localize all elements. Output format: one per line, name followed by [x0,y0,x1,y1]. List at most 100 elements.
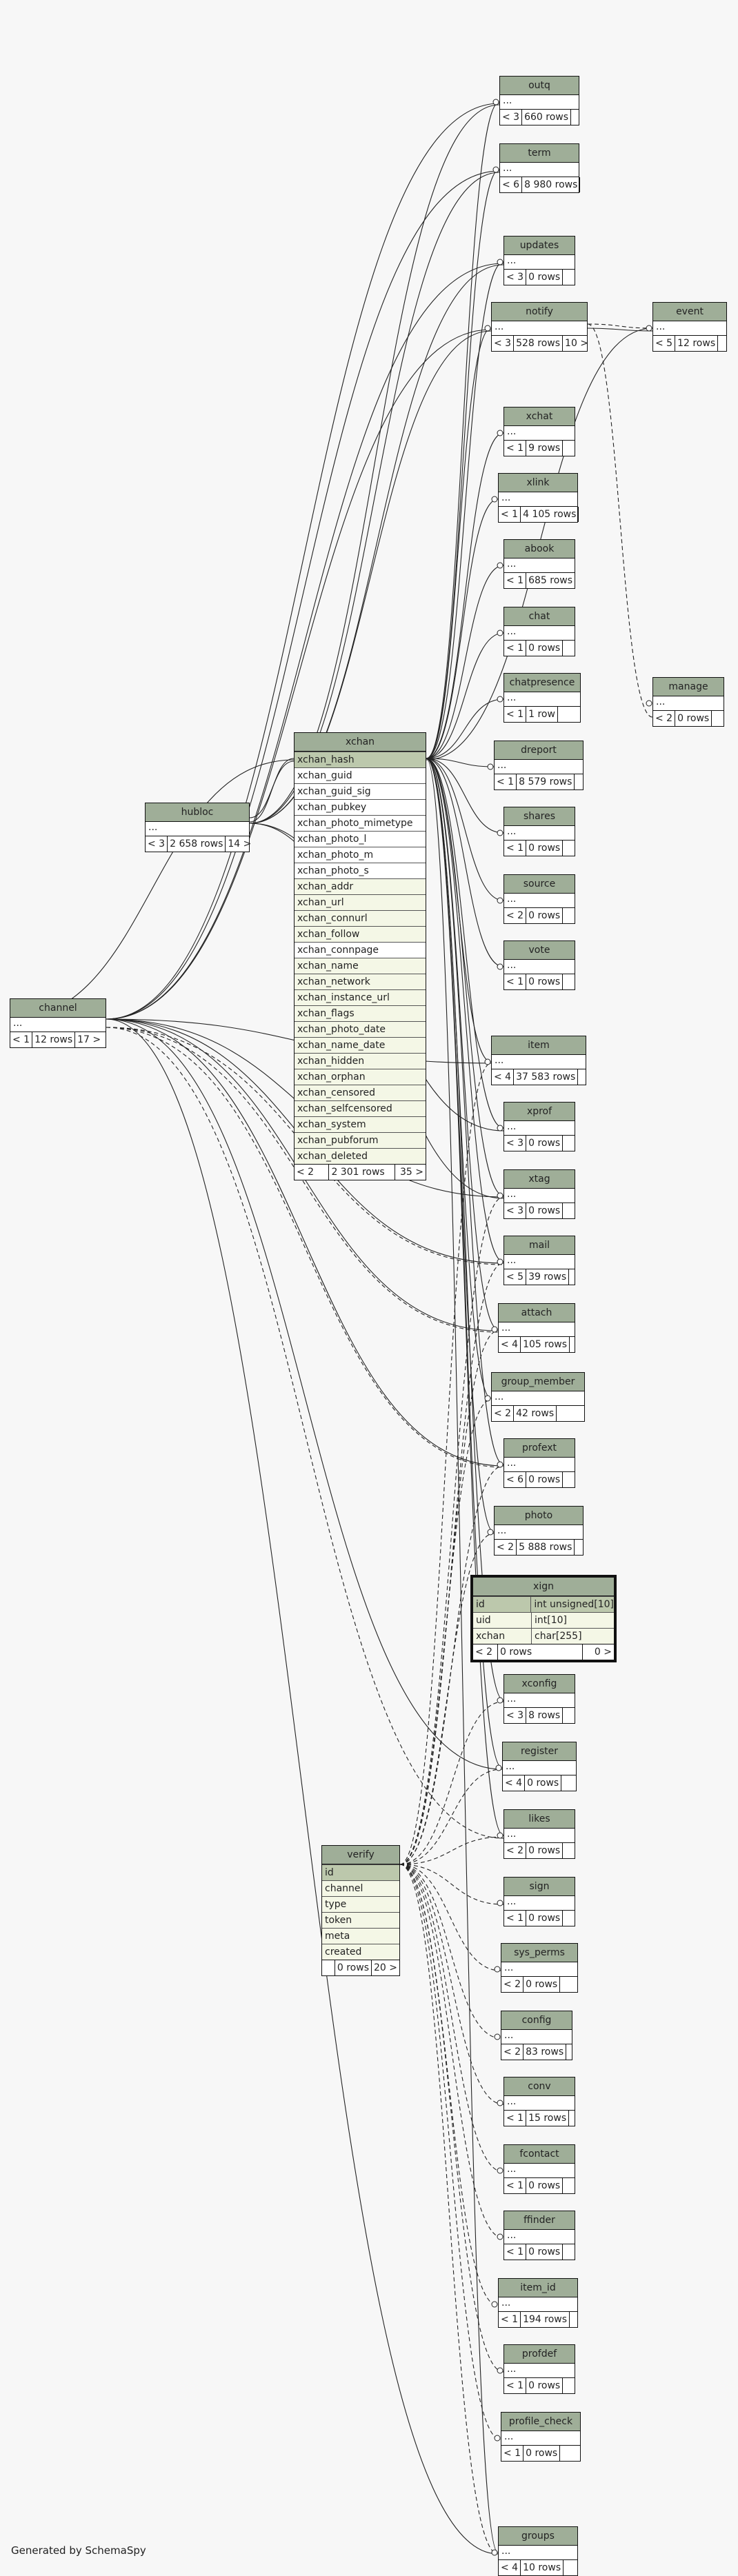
column-xchan-flags: xchan_flags [295,1005,426,1021]
relationship-line [399,1262,504,1865]
relationship-line [399,1533,495,1865]
table-title: xprof [504,1103,575,1121]
collapsed-columns: ... [504,960,575,974]
relationship-line [426,758,504,1129]
column-xchan-photo-m: xchan_photo_m [295,847,426,863]
parents-count: < 2 [501,1977,524,1992]
table-title: group_member [492,1373,584,1391]
relationship-line [426,758,504,1465]
relationship-line [106,1027,499,1333]
table-title: chatpresence [504,674,580,692]
parents-count: < 2 [501,2044,524,2060]
relationship-line [426,758,504,1262]
parents-count: < 1 [504,2378,527,2393]
column-xchan-hidden: xchan_hidden [295,1053,426,1069]
relationship-line [106,1027,504,1839]
parents-count: < 6 [500,177,523,192]
crow-foot-marker [491,496,498,503]
table-title: chat [504,607,575,626]
relationship-line [426,758,499,1330]
row-count: 0 rows [526,1472,564,1487]
row-count: 0 rows [526,841,564,856]
table-footer: < 2 2 301 rows 35 > [295,1164,426,1180]
collapsed-columns: ... [499,2546,577,2559]
row-count: 0 rows [526,1136,564,1151]
column-id: id [322,1864,399,1880]
relationship-line [106,170,500,1020]
collapsed-columns: ... [499,492,577,506]
row-count: 39 rows [526,1269,570,1285]
row-count: 8 980 rows [522,177,581,192]
collapsed-columns: ... [492,1055,586,1069]
relationship-line [426,101,500,759]
crow-foot-marker [497,630,503,636]
column-type: int[10] [535,1615,567,1626]
table-title: conv [504,2077,575,2096]
crow-foot-marker [497,897,503,904]
collapsed-columns: ... [504,692,580,706]
children-count: 14 > [228,838,252,849]
relationship-line [426,565,504,759]
collapsed-columns: ... [492,321,587,335]
collapsed-columns: ... [504,1255,575,1269]
crow-foot-marker [497,1900,503,1906]
table-title: event [653,303,726,321]
column-type: char[255] [535,1631,582,1642]
relationship-line [399,1864,504,2239]
table-title: groups [499,2527,577,2546]
collapsed-columns: ... [499,2297,577,2311]
crow-foot-marker [494,1966,501,1973]
